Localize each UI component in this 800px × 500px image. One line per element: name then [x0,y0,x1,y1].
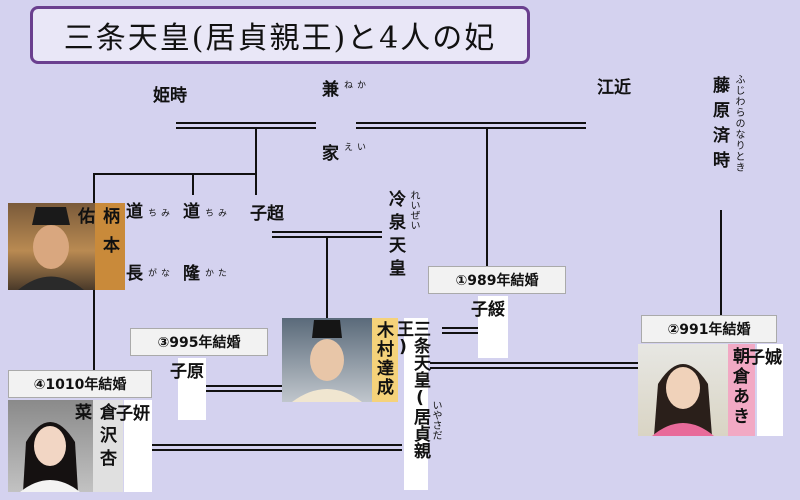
marriage-line-kaneie-omi-a [356,122,586,124]
badge-marriage-1: ①989年結婚 [428,266,566,294]
name-tokihime: 時姫 [149,86,186,145]
sanjo-parent-line [326,238,328,320]
children-drop-line [255,129,257,174]
name-reizei: 冷泉天皇 [385,190,405,282]
marriage-line-tokihime-kaneie-a [176,122,316,124]
name-fujiwara-naritoki: 藤原済時 [709,76,729,176]
portrait-icon [18,207,84,290]
michitaka-line [192,173,194,195]
name-genshi: 原子 [166,358,206,420]
actor-emoto: 柄本佑 [74,203,125,290]
marriage-line-sanjo-suishi-b [442,332,480,334]
marriage-line-sanjo-kenshi-b [152,449,402,451]
marriage-line-tokihime-kaneie-b [176,127,316,129]
portrait-icon [20,422,80,492]
ruby-fujiwara-naritoki: ふじわらのなりとき [733,74,744,173]
name-sanjo: 三条天皇(居貞親王) [393,318,430,490]
suishi-parent-line [486,129,488,269]
marriage-line-sanjo-genshi-a [206,385,282,387]
page-title: 三条天皇(居貞親王)と4人の妃 [63,21,497,56]
actor-kimura: 木村達成 [372,318,398,402]
name-kenshi: 妍子 [112,400,152,492]
name-choshi: 超子 [246,204,283,266]
badge-marriage-2: ②991年結婚 [641,315,777,343]
badge-marriage-3: ③995年結婚 [130,328,268,356]
photo-kurasawa [8,400,93,492]
portrait-icon [292,320,362,402]
actor-asakura: 朝倉あき [728,344,755,436]
photo-emoto [8,203,95,290]
marriage-line-sanjo-seishi-b [430,367,638,369]
marriage-line-sanjo-genshi-b [206,390,282,392]
photo-kimura [282,318,372,402]
photo-asakura [638,344,728,436]
title-box: 三条天皇(居貞親王)と4人の妃 [30,6,530,64]
name-omi: 近江 [593,78,630,137]
name-seishi: 娍子 [744,344,783,436]
marriage-line-choshi-reizei-b [272,236,382,238]
seishi-parent-line [720,210,722,315]
marriage-line-sanjo-seishi-a [430,362,638,364]
children-sibling-line [93,173,257,175]
marriage-line-sanjo-kenshi-a [152,444,402,446]
marriage-line-kaneie-omi-b [356,127,586,129]
choshi-line [255,173,257,195]
name-suishi: 綏子 [467,296,508,358]
portrait-icon [652,364,714,436]
actor-kurasawa: 倉沢杏菜 [71,400,123,492]
marriage-line-sanjo-suishi-a [442,327,480,329]
ruby-reizei: れいぜい [408,190,419,230]
badge-marriage-4: ④1010年結婚 [8,370,152,398]
marriage-line-choshi-reizei-a [272,231,382,233]
ruby-sanjo: いやさだ [430,400,441,440]
